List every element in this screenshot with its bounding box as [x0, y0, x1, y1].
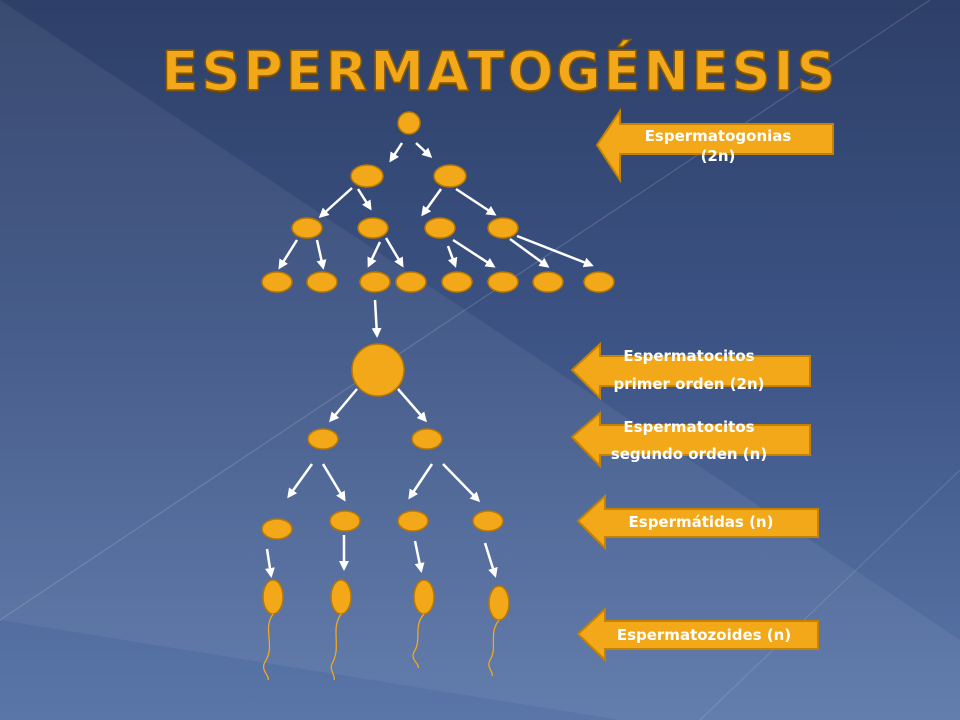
stage-label-line: Espermatozoides (n)	[617, 626, 791, 644]
secondary-spermatocyte-cell	[307, 428, 339, 450]
primary-spermatocyte-cell	[351, 343, 405, 397]
spermatogonium-cell	[350, 164, 384, 188]
spermatozoon	[412, 579, 435, 669]
spermatogonia-group	[261, 111, 615, 293]
stage-label-espermatidas: Espermátidas (n)	[576, 493, 819, 551]
spermatogonium-cell	[487, 217, 519, 239]
stage-label-espermatogonias: Espermatogonias (2n)	[595, 107, 834, 184]
spermatogonium-cell	[359, 271, 391, 293]
division-arrows	[264, 142, 594, 578]
spermatozoon	[488, 585, 510, 677]
spermatid-cell	[329, 510, 361, 532]
stage-label-line: (2n)	[701, 147, 736, 165]
spermatozoon	[330, 579, 352, 681]
spermatogonium-cell	[395, 271, 427, 293]
stage-label-line: primer orden (2n)	[613, 375, 764, 393]
stage-label-line: Espermátidas (n)	[629, 513, 774, 531]
spermatogonium-cell	[397, 111, 421, 135]
spermatogonium-cell	[532, 271, 564, 293]
stage-label-segundo-orden: Espermatocitos segundo orden (n)	[570, 410, 811, 469]
spermatogonium-cell	[261, 271, 293, 293]
spermatogonium-cell	[424, 217, 456, 239]
spermatogonium-cell	[306, 271, 338, 293]
secondary-spermatocyte-cell	[411, 428, 443, 450]
spermatozoon	[262, 579, 284, 681]
stage-label-espermatozoides: Espermatozoides (n)	[576, 606, 819, 663]
spermatogonium-cell	[487, 271, 519, 293]
stage-label-line: Espermatocitos	[623, 347, 754, 365]
spermatogonium-cell	[357, 217, 389, 239]
page-title: ESPERMATOGÉNESIS	[161, 39, 839, 104]
spermatogonium-cell	[433, 164, 467, 188]
spermatid-cell	[261, 518, 293, 540]
spermatid-cell	[472, 510, 504, 532]
spermatid-cell	[397, 510, 429, 532]
spermatogonium-cell	[291, 217, 323, 239]
stage-label-line: segundo orden (n)	[611, 445, 767, 463]
stage-label-primer-orden: Espermatocitos primer orden (2n)	[570, 341, 811, 401]
spermatogonium-cell	[583, 271, 615, 293]
stage-label-line: Espermatocitos	[623, 418, 754, 436]
spermatogonium-cell	[441, 271, 473, 293]
stage-label-line: Espermatogonias	[645, 127, 792, 145]
